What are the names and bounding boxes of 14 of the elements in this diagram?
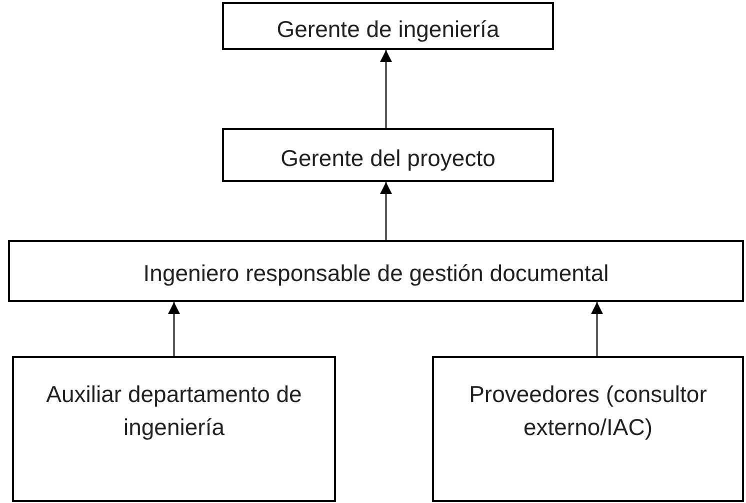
role-title: Ingeniero responsable de gestión documental xyxy=(143,259,609,288)
role-title: Auxiliar departamento de ingeniería xyxy=(45,380,303,442)
arrow xyxy=(591,302,603,356)
role-box xyxy=(222,128,554,182)
role-title: Proveedores (consultor externo/IAC) xyxy=(468,380,708,442)
arrow xyxy=(380,182,392,240)
role-title: Gerente de ingeniería xyxy=(276,15,500,44)
role-box xyxy=(12,356,336,502)
role-title: Gerente del proyecto xyxy=(280,144,496,173)
arrow xyxy=(168,302,180,356)
role-box xyxy=(222,2,554,50)
role-box xyxy=(432,356,744,502)
role-box xyxy=(8,240,744,302)
arrow xyxy=(380,50,392,128)
